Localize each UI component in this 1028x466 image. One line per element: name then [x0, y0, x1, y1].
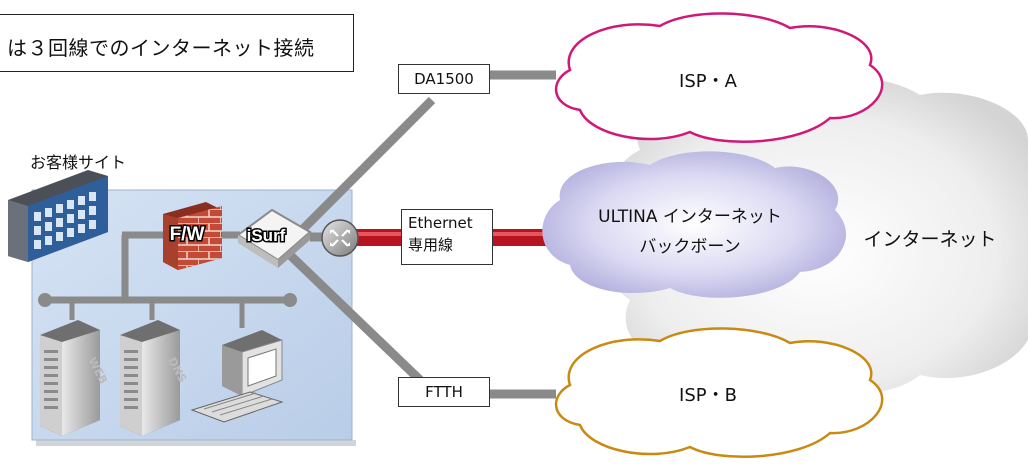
backbone-label-line2: バックボーン	[639, 237, 741, 257]
building-icon	[8, 170, 108, 262]
backbone-label: ULTINA インターネット バックボーン	[598, 202, 782, 262]
link-ftth	[286, 251, 424, 384]
diagram-title: は３回線でのインターネット接続	[7, 36, 315, 60]
dedicated-line	[355, 229, 552, 246]
internet-label: インターネット	[863, 228, 997, 251]
isp-a-label: ISP・A	[679, 71, 737, 92]
router-icon	[321, 219, 359, 257]
da1500-label: DA1500	[414, 70, 474, 88]
isp-b-cloud	[554, 327, 884, 458]
web-server-icon	[40, 320, 100, 436]
ftth-label: FTTH	[425, 383, 463, 401]
ethernet-label-line2: 専用線	[408, 236, 454, 254]
pc-icon	[190, 330, 284, 423]
isp-b-label: ISP・B	[679, 385, 737, 406]
title-box: は３回線でのインターネット接続	[0, 14, 354, 72]
da1500-label-box: DA1500	[398, 64, 490, 94]
backbone-label-line1: ULTINA インターネット	[598, 207, 782, 227]
isurf-label: iSurf	[247, 226, 286, 245]
isp-a-cloud	[554, 12, 884, 143]
isurf-icon	[236, 208, 312, 268]
ethernet-label-box: Ethernet 専用線	[401, 209, 493, 265]
ftth-label-box: FTTH	[398, 377, 490, 407]
customer-site-label: お客様サイト	[30, 153, 127, 172]
firewall-icon	[163, 202, 222, 270]
dns-server-icon	[120, 320, 180, 436]
backbone-cloud	[542, 151, 847, 298]
ethernet-label-line1: Ethernet	[408, 214, 473, 232]
firewall-label: F/W	[170, 224, 205, 245]
link-da1500	[296, 96, 436, 236]
